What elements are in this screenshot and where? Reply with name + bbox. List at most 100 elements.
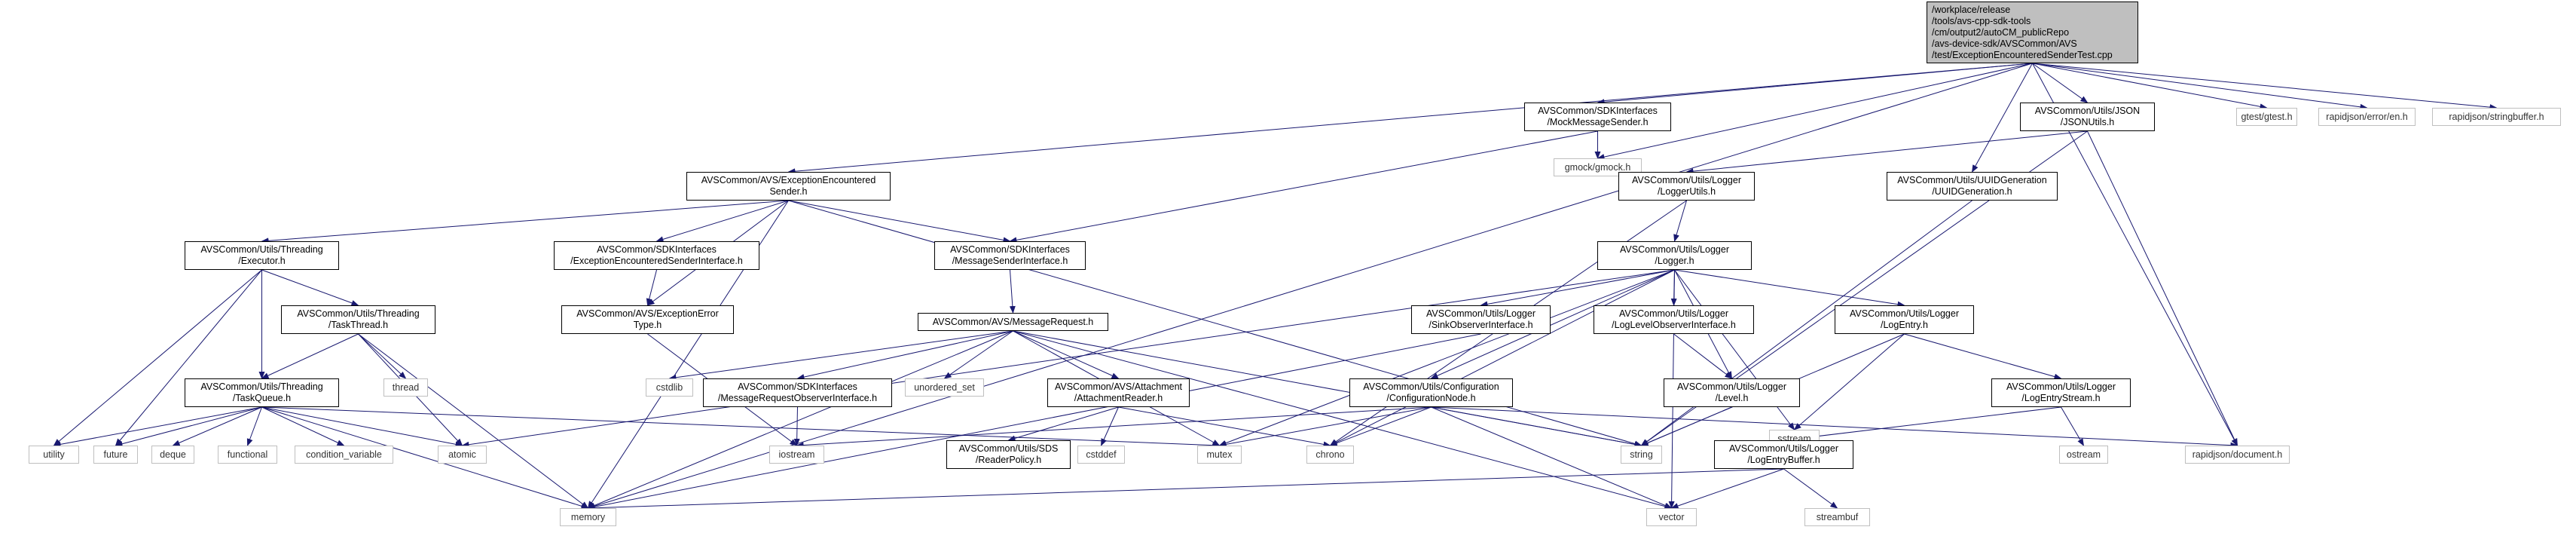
edge-executor-to-taskthread: [261, 269, 359, 306]
node-loggerutils[interactable]: AVSCommon/Utils/Logger /LoggerUtils.h: [1618, 172, 1755, 201]
edge-msi-to-msgreq: [1009, 269, 1016, 314]
edge-mroi-to-iostream: [793, 406, 800, 446]
edge-logentry-to-logentrystream: [1904, 333, 2062, 380]
node-label: AVSCommon/Utils/Threading /Executor.h: [200, 244, 323, 266]
edge-msgreq-to-unordset: [943, 330, 1013, 379]
node-root[interactable]: /workplace/release /tools/avs-cpp-sdk-to…: [1927, 2, 2138, 63]
node-label: AVSCommon/Utils/Logger /Logger.h: [1620, 244, 1729, 266]
edge-logger-to-atomic: [461, 269, 1675, 448]
node-label: cstddef: [1086, 449, 1117, 460]
node-label: AVSCommon/AVS/ExceptionEncountered Sende…: [701, 175, 876, 197]
node-taskqueue[interactable]: AVSCommon/Utils/Threading /TaskQueue.h: [185, 378, 339, 407]
node-sdsreader[interactable]: AVSCommon/Utils/SDS /ReaderPolicy.h: [946, 440, 1071, 469]
edge-logentrybuffer-to-vector: [1670, 468, 1784, 509]
node-ecsender[interactable]: AVSCommon/AVS/ExceptionEncountered Sende…: [686, 172, 891, 201]
edge-loglevelobs-to-level: [1673, 333, 1733, 379]
node-label: vector: [1658, 511, 1685, 522]
node-atomic: atomic: [438, 446, 487, 464]
node-logger[interactable]: AVSCommon/Utils/Logger /Logger.h: [1597, 241, 1752, 270]
node-label: AVSCommon/Utils/Threading /TaskThread.h: [297, 308, 420, 330]
node-logentry[interactable]: AVSCommon/Utils/Logger /LogEntry.h: [1835, 305, 1974, 334]
node-label: gmock/gmock.h: [1564, 161, 1631, 173]
node-label: condition_variable: [306, 449, 382, 460]
node-streambuf: streambuf: [1804, 508, 1870, 526]
node-deque: deque: [151, 446, 194, 464]
node-executor[interactable]: AVSCommon/Utils/Threading /Executor.h: [185, 241, 339, 270]
node-thread: thread: [383, 378, 428, 397]
node-utility: utility: [29, 446, 79, 464]
node-msgreq[interactable]: AVSCommon/AVS/MessageRequest.h: [918, 313, 1108, 331]
edge-loggerutils-to-logger: [1673, 200, 1687, 242]
edge-logger-to-mutex: [1218, 269, 1675, 446]
edge-sinkobs-to-memory: [587, 333, 1481, 510]
edge-taskqueue-to-utility: [53, 406, 262, 448]
node-rjerror: rapidjson/error/en.h: [2318, 108, 2416, 126]
edge-root-to-ecsender: [787, 63, 2033, 175]
edge-taskqueue-to-deque: [172, 406, 262, 446]
node-label: cstdlib: [655, 381, 683, 393]
node-label: rapidjson/stringbuffer.h: [2449, 111, 2544, 122]
edge-taskthread-to-taskqueue: [261, 333, 359, 379]
node-label: functional: [227, 449, 268, 460]
node-vector: vector: [1646, 508, 1697, 526]
node-label: iostream: [778, 449, 815, 460]
edge-ecsi-to-exerr: [646, 269, 657, 306]
node-mocksender[interactable]: AVSCommon/SDKInterfaces /MockMessageSend…: [1524, 103, 1671, 131]
edge-confnode-to-string: [1431, 406, 1642, 448]
node-label: memory: [570, 511, 606, 522]
edge-executor-to-future: [115, 269, 262, 446]
node-logentrystream[interactable]: AVSCommon/Utils/Logger /LogEntryStream.h: [1991, 378, 2131, 407]
node-label: AVSCommon/AVS/ExceptionError Type.h: [576, 308, 719, 330]
edge-jsonutils-to-rjdoc: [2087, 130, 2238, 446]
node-confnode[interactable]: AVSCommon/Utils/Configuration /Configura…: [1349, 378, 1513, 407]
node-jsonutils[interactable]: AVSCommon/Utils/JSON /JSONUtils.h: [2020, 103, 2155, 131]
node-label: atomic: [448, 449, 476, 460]
node-taskthread[interactable]: AVSCommon/Utils/Threading /TaskThread.h: [281, 305, 435, 334]
node-functional: functional: [218, 446, 277, 464]
edge-logentry-to-sstream: [1793, 333, 1905, 430]
node-mutex: mutex: [1197, 446, 1242, 464]
node-label: AVSCommon/SDKInterfaces /MockMessageSend…: [1538, 106, 1658, 127]
node-label: AVSCommon/Utils/Logger /SinkObserverInte…: [1426, 308, 1536, 330]
node-label: ostream: [2066, 449, 2101, 460]
node-msi[interactable]: AVSCommon/SDKInterfaces /MessageSenderIn…: [934, 241, 1086, 270]
edge-logentrybuffer-to-memory: [587, 468, 1784, 511]
edge-root-to-uuid: [1972, 63, 2033, 173]
node-label: gtest/gtest.h: [2241, 111, 2293, 122]
node-label: thread: [392, 381, 420, 393]
edge-confnode-to-chrono: [1329, 406, 1432, 446]
edge-msgreq-to-memory: [587, 330, 1013, 509]
edge-root-to-mocksender: [1597, 63, 2033, 106]
edge-confnode-to-mutex: [1218, 406, 1432, 448]
node-exerr[interactable]: AVSCommon/AVS/ExceptionError Type.h: [561, 305, 734, 334]
node-label: rapidjson/document.h: [2192, 449, 2283, 460]
node-label: AVSCommon/Utils/Configuration /Configura…: [1363, 381, 1499, 403]
node-sinkobs[interactable]: AVSCommon/Utils/Logger /SinkObserverInte…: [1411, 305, 1551, 334]
node-label: AVSCommon/Utils/Threading /TaskQueue.h: [200, 381, 323, 403]
node-ecsi[interactable]: AVSCommon/SDKInterfaces /ExceptionEncoun…: [554, 241, 759, 270]
node-loglevelobs[interactable]: AVSCommon/Utils/Logger /LogLevelObserver…: [1594, 305, 1754, 334]
edge-attreader-to-chrono: [1118, 406, 1331, 448]
node-label: AVSCommon/Utils/Logger /Level.h: [1677, 381, 1786, 403]
node-future: future: [93, 446, 138, 464]
edge-jsonutils-to-loggerutils: [1685, 130, 2088, 175]
edge-logentrybuffer-to-streambuf: [1783, 468, 1838, 509]
node-uuid[interactable]: AVSCommon/Utils/UUIDGeneration /UUIDGene…: [1887, 172, 2058, 201]
node-label: AVSCommon/Utils/Logger /LogEntryBuffer.h: [1729, 443, 1838, 465]
node-label: AVSCommon/Utils/UUIDGeneration /UUIDGene…: [1897, 175, 2047, 197]
node-level[interactable]: AVSCommon/Utils/Logger /Level.h: [1664, 378, 1800, 407]
edge-taskqueue-to-condvar: [261, 406, 345, 446]
edge-taskthread-to-thread: [358, 333, 407, 379]
node-attreader[interactable]: AVSCommon/AVS/Attachment /AttachmentRead…: [1047, 378, 1190, 407]
edge-logger-to-sinkobs: [1480, 269, 1675, 308]
edge-confnode-to-iostream: [796, 406, 1432, 449]
node-mroi[interactable]: AVSCommon/SDKInterfaces /MessageRequestO…: [703, 378, 892, 407]
node-condvar: condition_variable: [295, 446, 393, 464]
edge-logger-to-chrono: [1329, 269, 1675, 446]
edge-ecsender-to-executor: [261, 200, 789, 244]
node-label: string: [1630, 449, 1653, 460]
edge-taskqueue-to-memory: [261, 406, 589, 510]
node-label: AVSCommon/Utils/SDS /ReaderPolicy.h: [958, 443, 1059, 465]
edge-root-to-rjerror: [2032, 63, 2368, 110]
node-logentrybuffer[interactable]: AVSCommon/Utils/Logger /LogEntryBuffer.h: [1714, 440, 1853, 469]
